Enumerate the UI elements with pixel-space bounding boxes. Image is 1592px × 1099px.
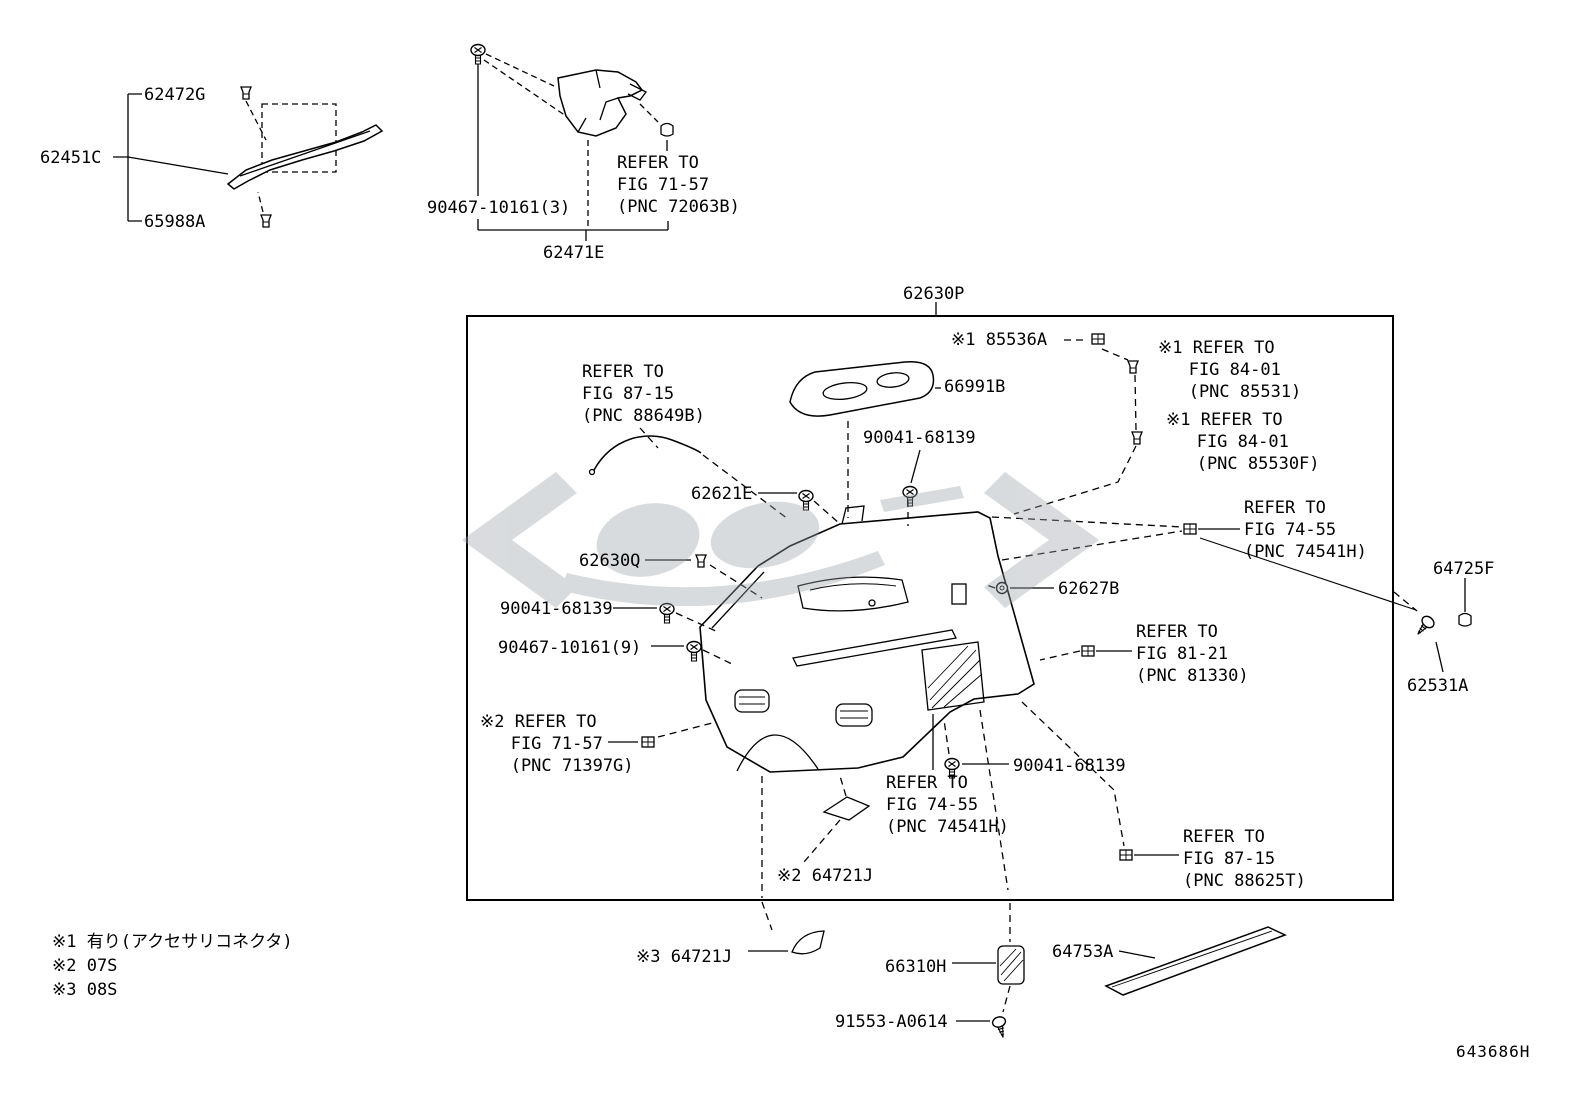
drawing-number: 643686H: [1456, 1042, 1531, 1061]
callout-90041-68139-b: 90041-68139: [500, 599, 613, 619]
refer-fig84-01-85530F: ※1 REFER TO FIG 84-01 (PNC 85530F): [1166, 410, 1320, 474]
main-panel-box: [466, 302, 1394, 901]
callout-62471E: 62471E: [543, 243, 605, 263]
legend-note-1: ※1 有り(アクセサリコネクタ): [52, 932, 293, 952]
roof-side-garnish-drawing: [113, 86, 384, 228]
refer-fig74-55-74541H-b: REFER TO FIG 74-55 (PNC 74541H): [886, 773, 1009, 837]
callout-64721J-note3: ※3 64721J: [636, 947, 733, 967]
callout-62531A: 62531A: [1407, 676, 1469, 696]
legend-note-3: ※3 08S: [52, 980, 118, 1000]
right-fasteners-drawing: [1393, 578, 1472, 673]
legend-note-2: ※2 07S: [52, 956, 118, 976]
callout-62621E: 62621E: [691, 484, 753, 504]
refer-fig71-57-71397G: ※2 REFER TO FIG 71-57 (PNC 71397G): [480, 712, 634, 776]
callout-90041-68139-a: 90041-68139: [863, 428, 976, 448]
refer-fig87-15-88625T: REFER TO FIG 87-15 (PNC 88625T): [1183, 827, 1306, 891]
callout-64753A: 64753A: [1052, 942, 1114, 962]
callout-62472G: 62472G: [144, 85, 206, 105]
callout-90041-68139-c: 90041-68139: [1013, 756, 1126, 776]
callout-64721J-note2: ※2 64721J: [777, 866, 874, 886]
pillar-garnish-drawing: [470, 43, 674, 241]
callout-66991B: 66991B: [944, 377, 1006, 397]
refer-fig87-15-88649B: REFER TO FIG 87-15 (PNC 88649B): [582, 362, 705, 426]
refer-fig81-21-81330: REFER TO FIG 81-21 (PNC 81330): [1136, 622, 1249, 686]
bottom-parts-drawing: [748, 926, 1287, 1040]
watermark-logo: [462, 472, 1099, 608]
refer-fig71-57-72063B: REFER TO FIG 71-57 (PNC 72063B): [617, 153, 740, 217]
refer-fig84-01-85531: ※1 REFER TO FIG 84-01 (PNC 85531): [1158, 338, 1302, 402]
callout-64725F: 64725F: [1433, 559, 1495, 579]
callout-66310H: 66310H: [885, 957, 947, 977]
refer-fig74-55-74541H-a: REFER TO FIG 74-55 (PNC 74541H): [1244, 498, 1367, 562]
callout-62451C: 62451C: [40, 148, 102, 168]
quarter-trim-panel-drawing: [588, 333, 1417, 942]
callout-62627B: 62627B: [1058, 579, 1120, 599]
callout-90467-10161-3: 90467-10161(3): [427, 198, 571, 218]
callout-62630Q: 62630Q: [579, 551, 641, 571]
callout-62630P: 62630P: [903, 284, 965, 304]
callout-91553-A0614: 91553-A0614: [835, 1012, 948, 1032]
callout-85536A: ※1 85536A: [951, 330, 1048, 350]
callout-90467-10161-9: 90467-10161(9): [498, 638, 642, 658]
callout-65988A: 65988A: [144, 212, 206, 232]
